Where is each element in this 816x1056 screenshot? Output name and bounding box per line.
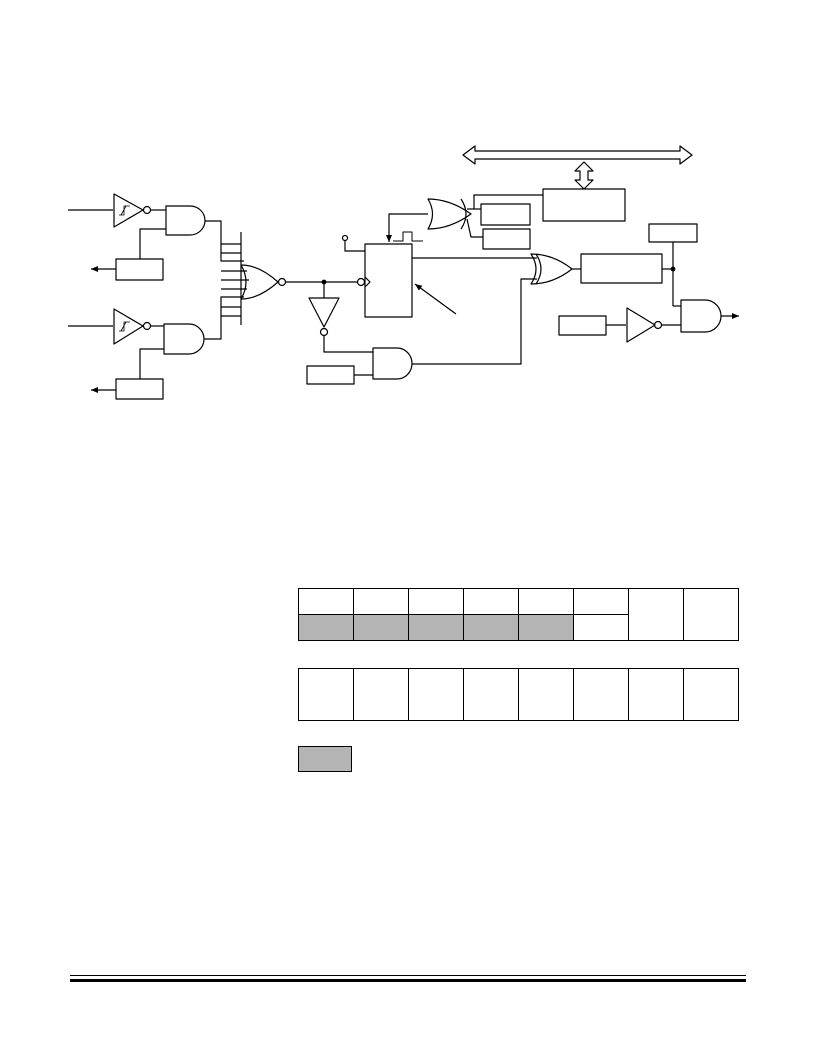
inverter-down [308, 297, 340, 337]
bus-connection-arrow [574, 161, 594, 190]
counter-box [580, 253, 663, 284]
schmitt-trigger-buffer-1 [113, 193, 152, 228]
inverter-right [626, 307, 663, 343]
and-gate-2 [163, 323, 205, 355]
reg2-cell-5 [408, 668, 464, 721]
reg2-cell-2 [573, 668, 629, 721]
reg2-cell-4 [463, 668, 519, 721]
enable-box-right [558, 315, 607, 336]
pointer-arrow [414, 283, 457, 315]
and-gate-output [680, 299, 722, 333]
reg2-cell-0 [683, 668, 739, 721]
set-terminal [341, 234, 349, 242]
footer-rule-thin [70, 975, 746, 976]
reg2-cell-7 [298, 668, 354, 721]
bit-cell-7 [298, 588, 354, 615]
schmitt-trigger-icon [119, 205, 130, 216]
data-bus-arrow [462, 145, 693, 165]
bit-cell-2 [573, 588, 629, 615]
pulse-waveform-icon [393, 231, 423, 242]
and-gate-1 [165, 205, 206, 236]
bit-cell-0 [683, 588, 739, 641]
latch-box-2 [115, 378, 164, 400]
bit-cell-1 [628, 588, 684, 641]
schmitt-trigger-icon [119, 321, 130, 332]
reg2-cell-6 [353, 668, 409, 721]
control-box-1 [480, 203, 531, 226]
bit-cell-5 [408, 588, 464, 615]
register-table-2 [298, 668, 739, 721]
reset-cell-3 [518, 614, 574, 641]
register-table-1 [298, 588, 739, 641]
junction-dot-right [670, 266, 676, 272]
reg2-cell-1 [628, 668, 684, 721]
reset-cell-4 [463, 614, 519, 641]
multi-input-nor-gate [221, 232, 287, 325]
enable-box [306, 365, 355, 385]
latch-box-1 [115, 258, 164, 281]
reset-cell-7 [298, 614, 354, 641]
bit-cell-4 [463, 588, 519, 615]
and-gate-3 [372, 347, 413, 380]
flip-flop [356, 243, 413, 318]
legend-swatch [298, 746, 352, 772]
schmitt-trigger-buffer-2 [113, 308, 152, 345]
control-box-2 [482, 228, 531, 250]
reset-cell-5 [408, 614, 464, 641]
bit-cell-6 [353, 588, 409, 615]
logic-block-diagram [68, 145, 739, 400]
reset-cell-6 [353, 614, 409, 641]
footer-rule-thick [70, 979, 746, 982]
reg2-cell-3 [518, 668, 574, 721]
or-gate-top [427, 198, 472, 230]
reset-cell-2 [573, 614, 629, 641]
status-box [648, 223, 698, 243]
or-gate-right [530, 253, 573, 285]
bus-register-box [542, 188, 626, 222]
bit-cell-3 [518, 588, 574, 615]
